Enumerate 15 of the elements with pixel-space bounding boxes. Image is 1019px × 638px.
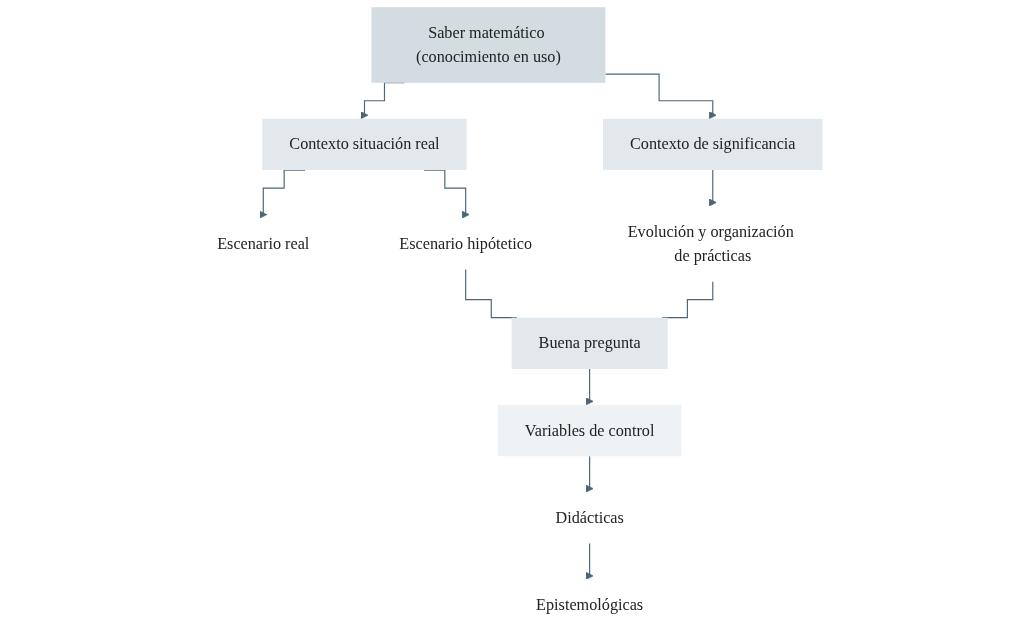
node-box: Saber matemático (conocimiento en uso) <box>370 7 605 83</box>
node-text: Escenario real <box>216 234 309 253</box>
node-text: Escenario hipótetico <box>398 234 532 253</box>
node-box: Contexto situación real <box>261 118 467 171</box>
arrow <box>708 169 717 207</box>
node-box: Buena pregunta <box>511 317 668 369</box>
node-text: Didácticas <box>554 508 624 527</box>
arrow <box>604 73 717 120</box>
node-text: Epistemológicas <box>535 595 643 614</box>
arrow <box>585 455 594 493</box>
node-box: Contexto de significancia <box>602 118 823 171</box>
node-text: Evolución y organización de prácticas <box>627 222 794 265</box>
node-box: Variables de control <box>497 404 681 457</box>
arrow <box>585 542 594 580</box>
arrow <box>585 368 594 406</box>
